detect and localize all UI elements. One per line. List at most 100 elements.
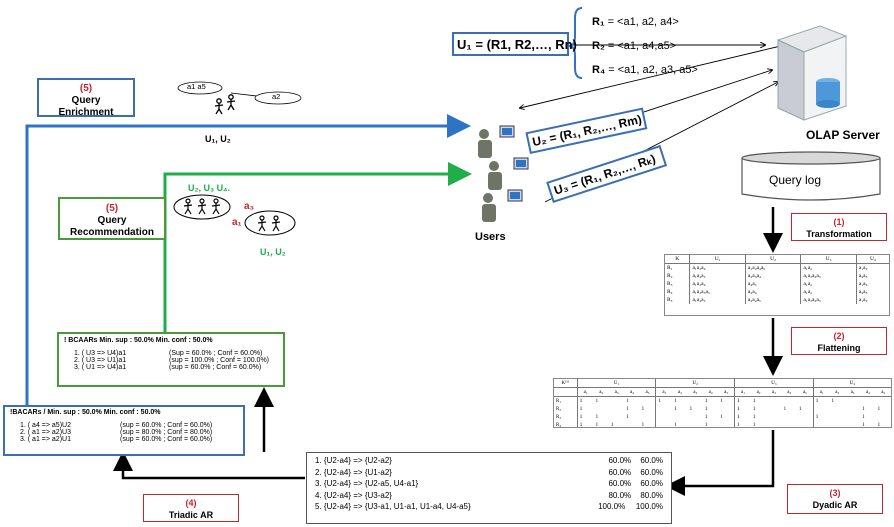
binary-cell	[860, 397, 875, 406]
server-label: OLAP Server	[806, 128, 880, 142]
dyadic-to-triadic-arrow	[123, 456, 305, 478]
binary-cell: 1	[735, 421, 751, 428]
binary-cell: 1	[577, 405, 593, 413]
step-enrichment: (5) Query Enrichment	[37, 78, 135, 117]
binary-cell: 1	[688, 405, 703, 413]
bacar-rule: 2. ( a1 => a2)U3(sup = 80.0% ; Conf = 80…	[10, 429, 238, 436]
binary-attr-header: a₃	[766, 388, 781, 397]
binary-cell	[672, 413, 687, 421]
binary-attr-header: a₁	[813, 388, 829, 397]
binary-attr-header: a₂	[672, 388, 687, 397]
bacar-rule: 3. ( a1 => a2)U1(sup = 60.0% ; Conf = 60…	[10, 436, 238, 443]
binary-cell	[688, 421, 703, 428]
binary-cell	[609, 405, 624, 413]
binary-cell	[624, 421, 639, 428]
cluster-a1a5: a1 a5	[187, 82, 206, 92]
binary-cell: 1	[860, 405, 875, 413]
bcaar-header: ! BCAARs Min. sup : 50.0% Min. conf : 50…	[64, 337, 278, 344]
binary-cell	[876, 397, 891, 406]
bcaar-rule: 1. ( U3 => U4)a1(Sup = 60.0% ; Conf = 60…	[64, 350, 278, 357]
binary-cell	[813, 405, 829, 413]
binary-attr-header: a₅	[876, 388, 891, 397]
binary-cell: 1	[735, 397, 751, 406]
dyadic-rule: 4. {U2-a4} => {U3-a2}80.0%80.0%	[315, 490, 663, 502]
binary-cell: 1	[640, 421, 656, 428]
mid-cluster: U₂, U₃ U₄. a₃ a₁ U₁, U₂	[172, 183, 302, 273]
binary-attr-header: a₂	[594, 388, 609, 397]
binary-attr-header: a₅	[797, 388, 813, 397]
binary-row-label: R₁	[554, 397, 577, 406]
binary-cell: 1	[672, 405, 687, 413]
binary-cell	[609, 397, 624, 406]
binary-cell: 1	[703, 413, 718, 421]
users-label: Users	[475, 231, 506, 243]
binary-cell: 1	[830, 397, 845, 406]
r-list-item: R₄ = <a1, a2, a3, a5>	[592, 58, 742, 82]
binary-cell: 1	[656, 397, 672, 406]
binary-attr-header: a₁	[656, 388, 672, 397]
binary-cell	[766, 405, 781, 413]
binary-cell: 1	[609, 421, 624, 428]
binary-cell: 1	[624, 413, 639, 421]
step-transformation: (1) Transformation	[791, 213, 887, 241]
binary-cell	[845, 405, 860, 413]
binary-cell: 1	[672, 397, 687, 406]
binary-attr-header: a₄	[624, 388, 639, 397]
step-flattening: (2) Flattening	[791, 327, 887, 355]
binary-cell	[766, 413, 781, 421]
binary-cell	[782, 413, 797, 421]
binary-cell	[718, 421, 734, 428]
binary-cell: 1	[813, 413, 829, 421]
binary-cell	[656, 405, 672, 413]
binary-cell: 1	[735, 405, 751, 413]
binary-cell: 1	[703, 397, 718, 406]
binary-corner: K⁽¹⁾	[554, 379, 577, 388]
mid-cluster-users-top: U₂, U₃ U₄.	[188, 183, 230, 193]
binary-cell	[656, 421, 672, 428]
binary-row: R₂111111111111	[554, 405, 891, 413]
binary-attr-header: a₁	[577, 388, 593, 397]
binary-cell: 1	[594, 421, 609, 428]
binary-cell: 1	[624, 405, 639, 413]
binary-cell	[782, 421, 797, 428]
binary-cell: 1	[876, 421, 891, 428]
binary-cell	[640, 413, 656, 421]
query-log-label: Query log	[769, 173, 821, 187]
binary-cell	[640, 397, 656, 406]
binary-cell: 1	[594, 397, 609, 406]
step-triadic: (4) Triadic AR	[143, 494, 239, 522]
binary-cell	[876, 413, 891, 421]
binary-table: K⁽¹⁾U₁U₂U₃U₄a₁a₂a₃a₄a₅a₁a₂a₃a₄a₅a₁a₂a₃a₄…	[553, 378, 892, 428]
context-row: R₅a₁a₄a₅a₂a₄a₅a₁a₂a₄a₅a₁a₂	[665, 296, 889, 304]
binary-cell	[782, 397, 797, 406]
binary-row-label: R₂	[554, 405, 577, 413]
binary-attr-header: a₃	[688, 388, 703, 397]
binary-attr-header: a₅	[718, 388, 734, 397]
binary-cell	[830, 413, 845, 421]
binary-cell	[766, 397, 781, 406]
binary-cell: 1	[703, 405, 718, 413]
u1-label: U₁ = (R1, R2,…, Rn)	[457, 37, 577, 52]
binary-cell: 1	[751, 421, 766, 428]
r-list-item: R₂ = <a1, a4,a5>	[592, 34, 742, 58]
binary-cell: 1	[577, 421, 593, 428]
bcaar-rule: 3. ( U1 => U4)a1(sup = 60.0% ; Conf = 60…	[64, 364, 278, 371]
bacar-rule: 1. ( a4 => a5)U2(sup = 60.0% ; Conf = 60…	[10, 422, 238, 429]
binary-row: R₁11111111111	[554, 397, 891, 406]
binary-cell	[797, 413, 813, 421]
bacar-panel: !BACARs / Min. sup : 50.0% Min. conf : 5…	[3, 405, 245, 456]
binary-cell: 1	[813, 397, 829, 406]
binary-cell	[830, 405, 845, 413]
binary-cell: 1	[751, 405, 766, 413]
binary-cell: 1	[735, 413, 751, 421]
binary-attr-header: a₄	[782, 388, 797, 397]
cluster-users: U₁, U₂	[205, 134, 231, 144]
binary-cell: 1	[718, 397, 734, 406]
binary-attr-header: a₄	[703, 388, 718, 397]
u1-label-box: U₁ = (R1, R2,…, Rn)	[452, 32, 569, 56]
binary-cell	[845, 421, 860, 428]
